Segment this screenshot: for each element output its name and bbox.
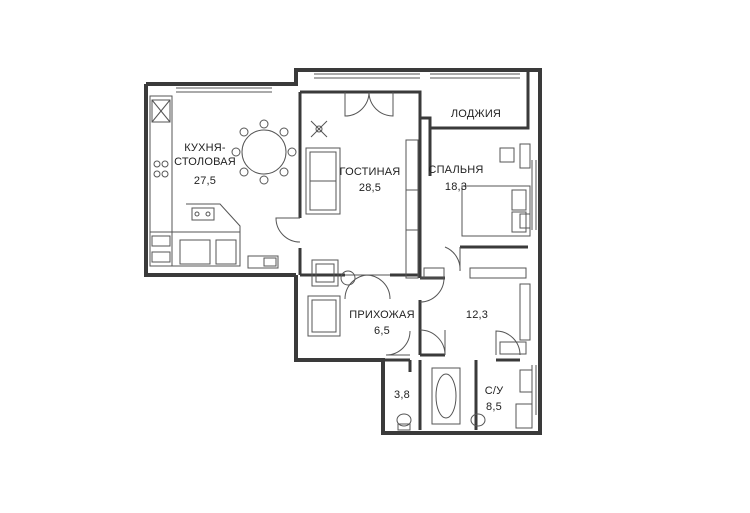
dressing-area: 12,3 bbox=[466, 309, 488, 321]
bedroom-name: СПАЛЬНЯ bbox=[428, 164, 483, 176]
bedroom-furniture bbox=[461, 143, 531, 237]
living-furniture bbox=[305, 120, 419, 287]
kitchen-name-line2: СТОЛОВАЯ bbox=[174, 156, 236, 168]
exterior-walls bbox=[144, 68, 542, 435]
kitchen-name-line1: КУХНЯ- bbox=[184, 142, 226, 154]
doors bbox=[275, 91, 521, 356]
wc-area: 3,8 bbox=[394, 389, 410, 401]
living-area: 28,5 bbox=[359, 182, 381, 194]
bath-area: 8,5 bbox=[486, 401, 502, 413]
kitchen-furniture bbox=[149, 95, 297, 269]
windows bbox=[176, 73, 537, 415]
bath-name: С/У bbox=[485, 385, 504, 397]
bathroom-fixtures bbox=[307, 295, 533, 431]
hall-name: ПРИХОЖАЯ bbox=[349, 309, 414, 321]
living-name: ГОСТИНАЯ bbox=[340, 166, 401, 178]
room-labels: КУХНЯ- СТОЛОВАЯ 27,5 ГОСТИНАЯ 28,5 ЛОДЖИ… bbox=[174, 108, 504, 413]
hall-area: 6,5 bbox=[374, 325, 390, 337]
kitchen-area: 27,5 bbox=[194, 175, 216, 187]
wardrobes bbox=[423, 267, 531, 355]
interior-walls bbox=[298, 72, 530, 430]
loggia-name: ЛОДЖИЯ bbox=[451, 108, 501, 120]
bedroom-area: 18,3 bbox=[445, 181, 467, 193]
